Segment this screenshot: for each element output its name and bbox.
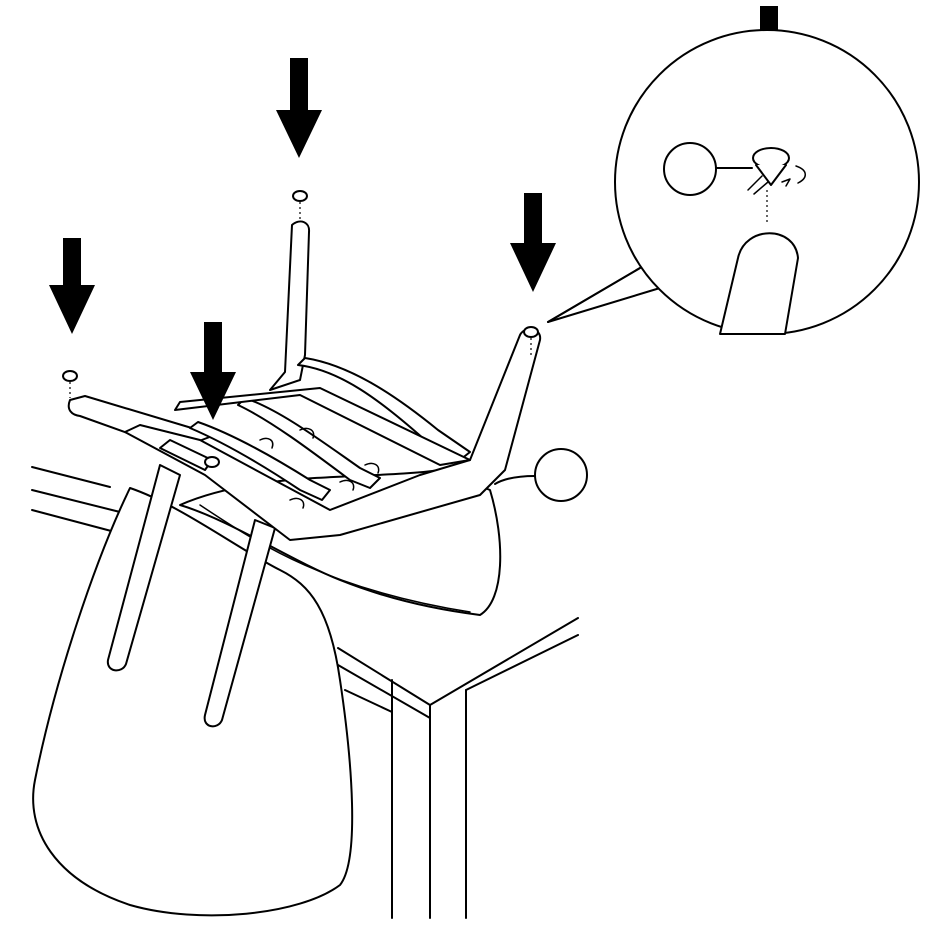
arrow-back-leg xyxy=(276,58,322,158)
magnifier-pointer-lower xyxy=(548,288,660,322)
glide-back xyxy=(293,191,307,201)
table-apron-left xyxy=(345,690,392,712)
table-top-edge-mid xyxy=(32,490,120,512)
arrow-left-rear-leg xyxy=(49,238,95,334)
glide-left-rear xyxy=(63,371,77,381)
screw-1 xyxy=(260,438,273,448)
table-top-edge-front xyxy=(32,510,115,532)
glide-front-left xyxy=(205,457,219,467)
callout-leg-frame-leader xyxy=(495,476,535,484)
table-corner-top xyxy=(338,618,578,705)
detail-magnifier xyxy=(548,30,919,334)
callout-glide-part xyxy=(664,143,716,195)
glide-right xyxy=(524,327,538,337)
arrow-right-leg xyxy=(510,193,556,292)
callout-leg-frame xyxy=(535,449,587,501)
table-top-edge-back xyxy=(32,467,110,487)
table-apron-edge xyxy=(466,635,578,690)
table-corner-mid xyxy=(338,665,430,718)
